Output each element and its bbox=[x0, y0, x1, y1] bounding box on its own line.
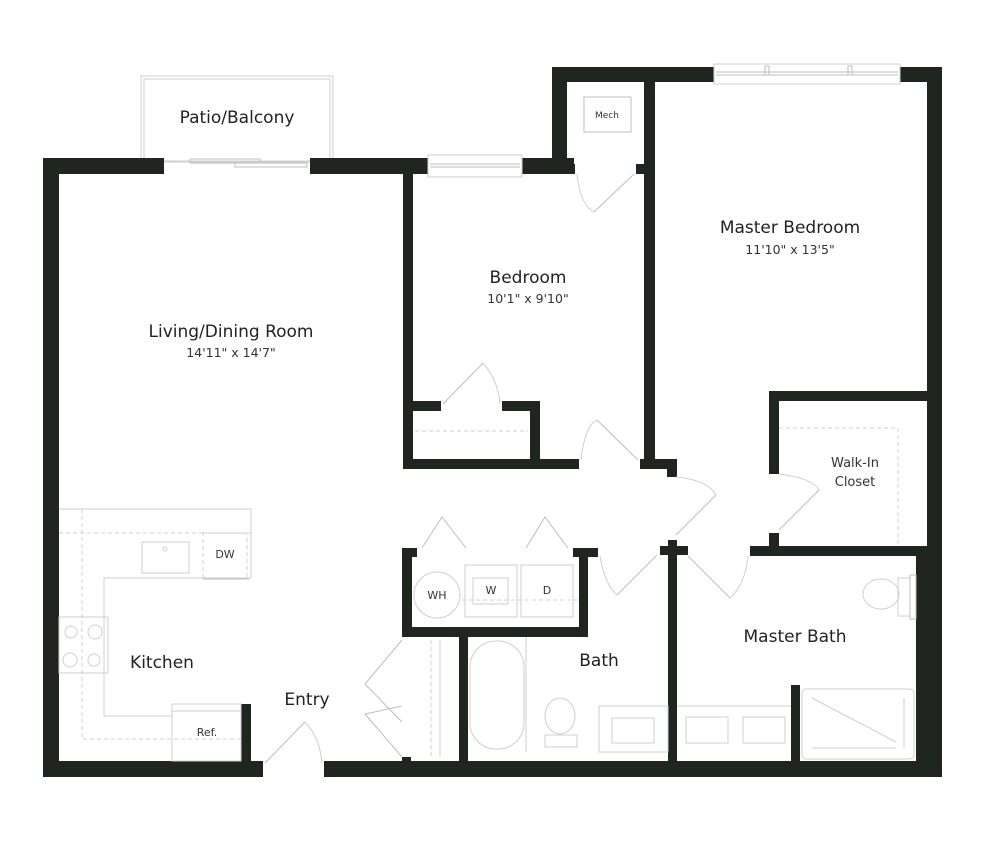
room-label-kitchen: Kitchen bbox=[130, 653, 194, 673]
master-bath-fixtures bbox=[677, 574, 917, 760]
fixture-label-dryer: D bbox=[542, 584, 552, 597]
room-label-patio: Patio/Balcony bbox=[179, 108, 295, 128]
walls bbox=[43, 67, 942, 777]
patio-outline bbox=[140, 75, 334, 168]
room-label-bath: Bath bbox=[579, 651, 619, 671]
kitchen-counters bbox=[58, 508, 252, 762]
walk-in-shelves bbox=[779, 427, 899, 546]
mech-unit bbox=[583, 96, 632, 133]
room-dimensions-bedroom: 10'1" x 9'10" bbox=[487, 291, 569, 306]
fixture-label-washer: W bbox=[485, 584, 497, 597]
room-label-entry: Entry bbox=[284, 690, 330, 710]
room-dimensions-master-bedroom: 11'10" x 13'5" bbox=[745, 242, 835, 257]
room-label-walk-in-line2: Closet bbox=[834, 475, 876, 490]
room-label-master-bath: Master Bath bbox=[743, 627, 847, 647]
bath-fixtures bbox=[469, 637, 669, 753]
fixture-label-mech: Mech bbox=[595, 111, 619, 121]
room-dimensions-living: 14'11" x 14'7" bbox=[186, 345, 276, 360]
room-label-bedroom: Bedroom bbox=[489, 268, 567, 288]
fixture-label-water-heater: WH bbox=[427, 589, 447, 602]
room-label-master-bedroom: Master Bedroom bbox=[719, 218, 861, 238]
fixture-label-refrigerator: Ref. bbox=[196, 726, 218, 739]
laundry-fixtures bbox=[413, 564, 579, 619]
doors bbox=[264, 173, 820, 764]
room-label-walk-in-line1: Walk-In bbox=[831, 456, 879, 471]
fixture-label-dishwasher: DW bbox=[215, 548, 235, 561]
windows bbox=[427, 63, 901, 178]
room-label-living: Living/Dining Room bbox=[148, 322, 314, 342]
